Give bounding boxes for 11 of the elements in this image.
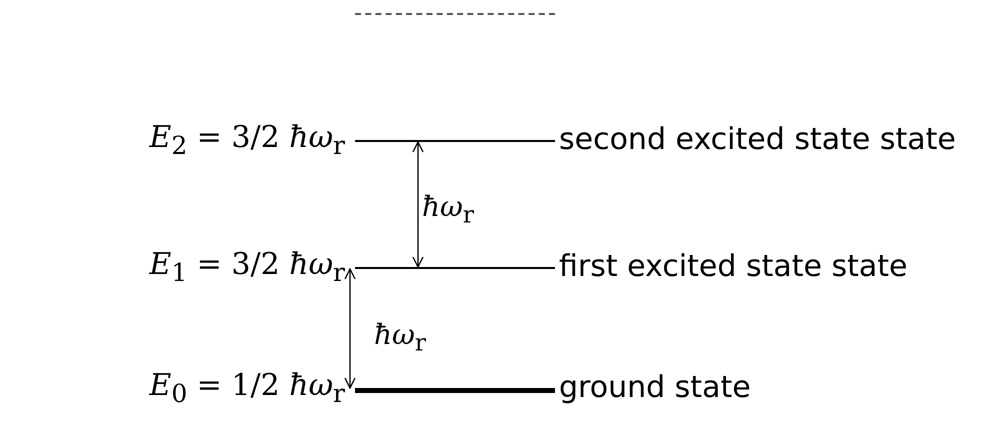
energy-formula: E$_{2}$ = 3/2 ħω$_{r}$ xyxy=(149,119,345,162)
double-arrow xyxy=(344,268,356,389)
energy-level-line xyxy=(355,140,555,142)
double-arrow xyxy=(412,141,424,268)
dashed-level-line xyxy=(355,13,555,15)
state-label: ground state xyxy=(559,369,751,407)
state-label: first excited state state xyxy=(559,248,908,286)
energy-level-line xyxy=(355,267,555,269)
energy-formula: E$_{1}$ = 3/2 ħω$_{r}$ xyxy=(149,246,345,289)
energy-formula: E$_{0}$ = 1/2 ħω$_{r}$ xyxy=(149,367,345,410)
state-label: second excited state state xyxy=(559,121,956,159)
